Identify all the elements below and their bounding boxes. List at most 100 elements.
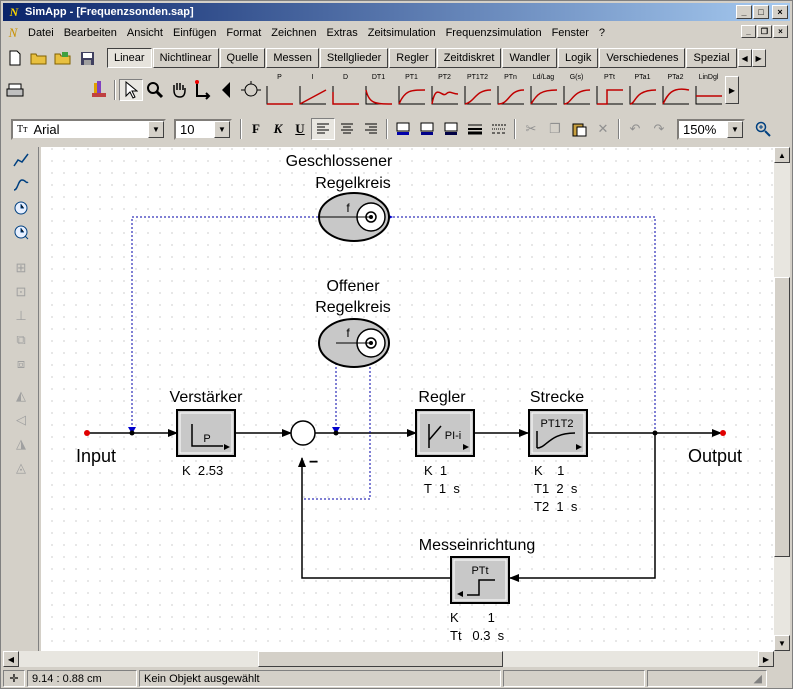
- tab-wandler[interactable]: Wandler: [502, 48, 558, 68]
- scroll-down-icon[interactable]: ▼: [774, 635, 790, 651]
- block-ld-lag-button[interactable]: Ld/Lag: [527, 74, 560, 107]
- menu-einfuegen[interactable]: Einfügen: [172, 26, 217, 39]
- fill-color-icon[interactable]: [391, 118, 415, 140]
- align-right-icon[interactable]: [359, 118, 383, 140]
- amplifier-block[interactable]: P: [176, 409, 236, 457]
- document-icon[interactable]: N: [8, 24, 18, 40]
- connect-wire-icon[interactable]: [191, 79, 215, 101]
- flip-horizontal-icon[interactable]: ◭: [16, 388, 26, 403]
- menu-help[interactable]: ?: [598, 26, 605, 39]
- chevron-down-icon[interactable]: ▼: [148, 120, 164, 138]
- block-ptt-button[interactable]: PTt: [593, 74, 626, 107]
- rotate-left-icon[interactable]: ◁: [16, 412, 26, 427]
- block-pt1-button[interactable]: PT1: [395, 74, 428, 107]
- minimize-button[interactable]: _: [736, 5, 752, 19]
- align-bottom-icon[interactable]: ⊥: [15, 308, 27, 323]
- block-p-button[interactable]: P: [263, 74, 296, 107]
- pan-hand-icon[interactable]: [167, 79, 191, 101]
- align-center-icon[interactable]: [335, 118, 359, 140]
- input-port-icon[interactable]: [215, 79, 239, 101]
- open-folder-icon[interactable]: [27, 47, 51, 69]
- sensor-block[interactable]: PTt: [450, 556, 510, 604]
- tab-zeitdiskret[interactable]: Zeitdiskret: [436, 48, 502, 68]
- tab-regler[interactable]: Regler: [389, 48, 436, 68]
- tab-verschiedenes[interactable]: Verschiedenes: [599, 48, 686, 68]
- select-pointer-icon[interactable]: [119, 79, 143, 101]
- menu-datei[interactable]: Datei: [28, 26, 54, 39]
- tab-scroll-right-icon[interactable]: ▶: [751, 49, 766, 67]
- close-button[interactable]: ×: [772, 5, 788, 19]
- simulate-icon[interactable]: [87, 79, 111, 101]
- plant-block[interactable]: PT1T2: [528, 409, 588, 457]
- controller-block[interactable]: PI-i: [415, 409, 475, 457]
- block-pta1-button[interactable]: PTa1: [626, 74, 659, 107]
- save-icon[interactable]: [75, 47, 99, 69]
- block-scroll-right-icon[interactable]: ▶: [725, 76, 739, 104]
- chevron-down-icon[interactable]: ▼: [727, 120, 743, 138]
- menu-extras[interactable]: Extras: [326, 26, 358, 39]
- print-icon[interactable]: [3, 79, 27, 101]
- new-file-icon[interactable]: [3, 47, 27, 69]
- zoom-icon[interactable]: [143, 79, 167, 101]
- block-ptn-button[interactable]: PTn: [494, 74, 527, 107]
- bring-front-icon[interactable]: ⧉: [16, 332, 26, 347]
- tab-messen[interactable]: Messen: [266, 48, 319, 68]
- vertical-scrollbar[interactable]: ▲ ▼: [774, 147, 790, 651]
- scroll-left-icon[interactable]: ◀: [3, 651, 19, 667]
- horizontal-scroll-thumb[interactable]: [258, 651, 503, 667]
- maximize-button[interactable]: □: [753, 5, 769, 19]
- block-pt2-button[interactable]: PT2: [428, 74, 461, 107]
- chevron-down-icon[interactable]: ▼: [214, 120, 230, 138]
- paste-icon[interactable]: [567, 118, 591, 140]
- block-g-s--button[interactable]: G(s): [560, 74, 593, 107]
- open-loop-probe[interactable]: f: [318, 318, 390, 368]
- block-d-button[interactable]: D: [329, 74, 362, 107]
- tab-quelle[interactable]: Quelle: [219, 48, 266, 68]
- underline-button[interactable]: U: [295, 121, 305, 136]
- diagram-canvas[interactable]: − Geschlossener Regelkreis f Offener Reg…: [41, 147, 774, 651]
- input-port-dot[interactable]: [84, 430, 90, 436]
- align-group-icon[interactable]: ⊞: [15, 260, 27, 275]
- block-pt1t2-button[interactable]: PT1T2: [461, 74, 494, 107]
- doc-minimize-button[interactable]: _: [741, 25, 756, 38]
- tab-stellglieder[interactable]: Stellglieder: [319, 48, 389, 68]
- font-family-select[interactable]: Tт Arial ▼: [11, 118, 166, 140]
- tab-scroll-left-icon[interactable]: ◀: [737, 49, 752, 67]
- menu-bearbeiten[interactable]: Bearbeiten: [63, 26, 117, 39]
- menu-ansicht[interactable]: Ansicht: [126, 26, 163, 39]
- copy-icon[interactable]: ❐: [549, 121, 561, 136]
- step-response-icon[interactable]: [6, 173, 36, 195]
- menu-zeitsimulation[interactable]: Zeitsimulation: [367, 26, 436, 39]
- undo-icon[interactable]: ↶: [629, 121, 641, 136]
- italic-button[interactable]: K: [273, 121, 283, 136]
- line-color-icon[interactable]: [415, 118, 439, 140]
- closed-loop-probe[interactable]: f: [318, 192, 390, 242]
- block-lindgl-button[interactable]: LinDgl: [692, 74, 725, 107]
- font-size-select[interactable]: 10 ▼: [174, 118, 232, 140]
- cut-icon[interactable]: ✂: [525, 121, 537, 136]
- output-port-dot[interactable]: [720, 430, 726, 436]
- flip-vertical-icon[interactable]: ◮: [16, 436, 26, 451]
- timer-settings-icon[interactable]: [6, 221, 36, 243]
- tab-logik[interactable]: Logik: [558, 48, 599, 68]
- block-dt1-button[interactable]: DT1: [362, 74, 395, 107]
- timer-start-icon[interactable]: [6, 197, 36, 219]
- tab-linear[interactable]: Linear: [107, 48, 152, 68]
- sum-junction-icon[interactable]: [239, 79, 263, 101]
- zoom-in-icon[interactable]: [751, 118, 775, 140]
- block-i-button[interactable]: I: [296, 74, 329, 107]
- line-style-icon[interactable]: [487, 118, 511, 140]
- align-left-icon[interactable]: [311, 118, 335, 140]
- block-pta2-button[interactable]: PTa2: [659, 74, 692, 107]
- delete-icon[interactable]: ✕: [597, 121, 609, 136]
- rotate-right-icon[interactable]: ◬: [16, 460, 26, 475]
- menu-fenster[interactable]: Fenster: [551, 26, 589, 39]
- open-library-icon[interactable]: [51, 47, 75, 69]
- tab-spezial[interactable]: Spezial: [686, 48, 737, 68]
- time-response-icon[interactable]: [6, 149, 36, 171]
- text-color-icon[interactable]: [439, 118, 463, 140]
- group-objects-icon[interactable]: ⊡: [15, 284, 27, 299]
- menu-frequenzsimulation[interactable]: Frequenzsimulation: [445, 26, 542, 39]
- line-width-icon[interactable]: [463, 118, 487, 140]
- redo-icon[interactable]: ↷: [653, 121, 665, 136]
